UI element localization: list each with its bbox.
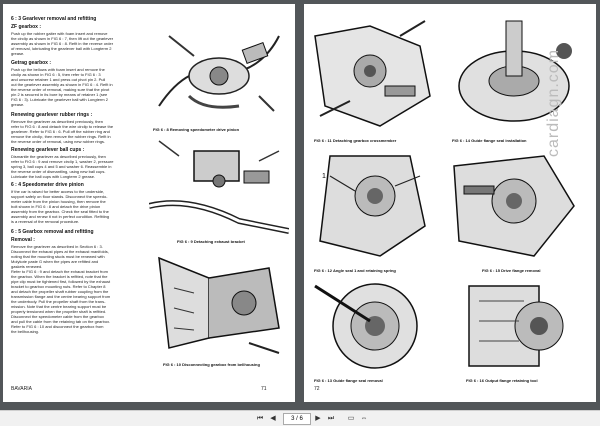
page-72: FIG 6 : 11 Detaching gearbox crossmember… <box>304 4 596 402</box>
getrag-heading: Getrag gearbox : <box>11 60 52 66</box>
caption-fig-6-15: FIG 6 : 15 Drive flange removal <box>482 268 541 273</box>
next-page-icon[interactable]: ▶ <box>315 415 321 422</box>
getrag-paragraph: Push up the bellows with foam insert and… <box>11 67 113 107</box>
caption-fig-6-11: FIG 6 : 11 Detaching gearbox crossmember <box>314 138 397 143</box>
zf-heading: ZF gearbox : <box>11 24 42 30</box>
caption-fig-6-13: FIG 6 : 13 Guide flange seal removal <box>314 378 383 383</box>
caption-fig-6-8: FIG 6 : 8 Removing speedometer drive pin… <box>153 127 240 132</box>
fig-6-9-illustration <box>149 136 289 236</box>
caption-fig-6-16: FIG 6 : 16 Output flange retaining tool <box>466 378 538 383</box>
caption-fig-6-14: FIG 6 : 14 Guide flange seal installatio… <box>452 138 527 143</box>
rubber-rings-paragraph: Remove the gearlever as described previo… <box>11 119 114 144</box>
prev-page-icon[interactable]: ◀ <box>270 415 276 422</box>
zf-paragraph: Push up the rubber gaiter with foam inse… <box>11 31 114 56</box>
caption-fig-6-10: FIG 6 : 10 Disconnecting gearbox from be… <box>163 362 260 367</box>
rubber-rings-heading: Renewing gearlever rubber rings : <box>11 112 93 118</box>
page-number-input[interactable]: 3 / 6 <box>283 413 311 425</box>
ball-cups-paragraph: Dismantle the gearlever as described pre… <box>11 154 114 179</box>
pdf-toolbar: ⏮ ◀ 3 / 6 ▶ ⏭ ▭ ⇔ <box>0 410 600 426</box>
page-number-72: 72 <box>314 386 320 392</box>
fig-6-12-illustration: 1 <box>310 146 436 264</box>
watermark: cardiagn.com <box>544 48 562 158</box>
fig-6-15-illustration <box>444 146 584 264</box>
caption-fig-6-12: FIG 6 : 12 Angle seal 1 and retaining sp… <box>314 268 396 273</box>
last-page-icon[interactable]: ⏭ <box>327 415 335 422</box>
fig-6-13-illustration <box>310 276 436 376</box>
removal-subheading: Removal : <box>11 237 35 243</box>
section-heading-gearlever: 6 : 3 Gearlever removal and refitting <box>11 16 97 22</box>
first-page-icon[interactable]: ⏮ <box>256 415 264 422</box>
fig-6-14-illustration <box>444 16 584 136</box>
gearbox-removal-heading: 6 : 5 Gearbox removal and refitting <box>11 229 94 235</box>
caption-fig-6-9: FIG 6 : 9 Detaching exhaust bracket <box>177 239 245 244</box>
fig-6-16-illustration <box>444 276 584 376</box>
fit-width-icon[interactable]: ⇔ <box>360 415 368 422</box>
fig-6-10-illustration <box>149 248 289 358</box>
fit-page-icon[interactable]: ▭ <box>347 415 355 422</box>
fig-6-8-illustration <box>149 16 289 124</box>
speedo-heading: 6 : 4 Speedometer drive pinion <box>11 182 84 188</box>
svg-text:1: 1 <box>322 173 326 180</box>
ball-cups-heading: Renewing gearlever ball cups : <box>11 147 85 153</box>
page-number-71: 71 <box>261 386 267 392</box>
document-viewer: 6 : 3 Gearlever removal and refitting ZF… <box>0 0 600 410</box>
speedo-paragraph: If the car is raised for better access t… <box>11 189 110 224</box>
footer-title: BAVARIA <box>11 386 32 392</box>
fig-6-11-illustration <box>310 16 436 136</box>
page-71: 6 : 3 Gearlever removal and refitting ZF… <box>3 4 295 402</box>
removal-paragraph: Remove the gearlever as described in Sec… <box>11 244 111 334</box>
